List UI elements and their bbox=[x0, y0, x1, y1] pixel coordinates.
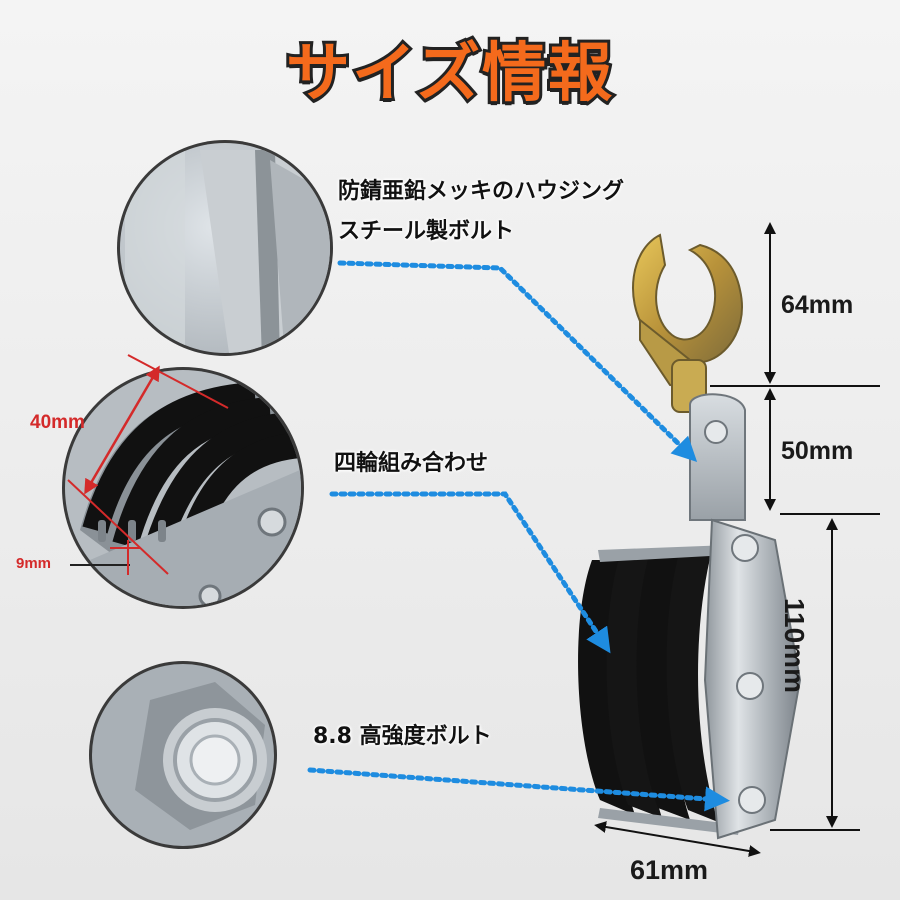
housing-closeup bbox=[117, 140, 333, 356]
feature-high-strength-bolt: 8.8 高強度ボルト bbox=[313, 724, 492, 749]
dimension-lines bbox=[594, 222, 880, 857]
feature-steel-bolt: スチール製ボルト bbox=[338, 219, 515, 244]
dim-wheel-width: 40mm bbox=[30, 412, 85, 433]
pulley-block bbox=[578, 233, 802, 840]
dim-hook-height: 64mm bbox=[781, 291, 854, 319]
feature-galvanized-housing: 防錆亜鉛メッキのハウジング bbox=[338, 179, 625, 204]
dim-wheel-thickness: 9mm bbox=[16, 555, 52, 572]
dim-shackle-height: 50mm bbox=[781, 437, 854, 465]
feature-four-wheel: 四輪組み合わせ bbox=[334, 451, 489, 476]
page-title: サイズ情報 bbox=[283, 34, 615, 114]
leader-arrows bbox=[307, 260, 730, 812]
bolt-closeup bbox=[89, 661, 277, 849]
dim-body-width: 61mm bbox=[630, 855, 709, 885]
wheels-closeup bbox=[62, 354, 304, 609]
dim-body-height: 110mm bbox=[779, 598, 810, 693]
